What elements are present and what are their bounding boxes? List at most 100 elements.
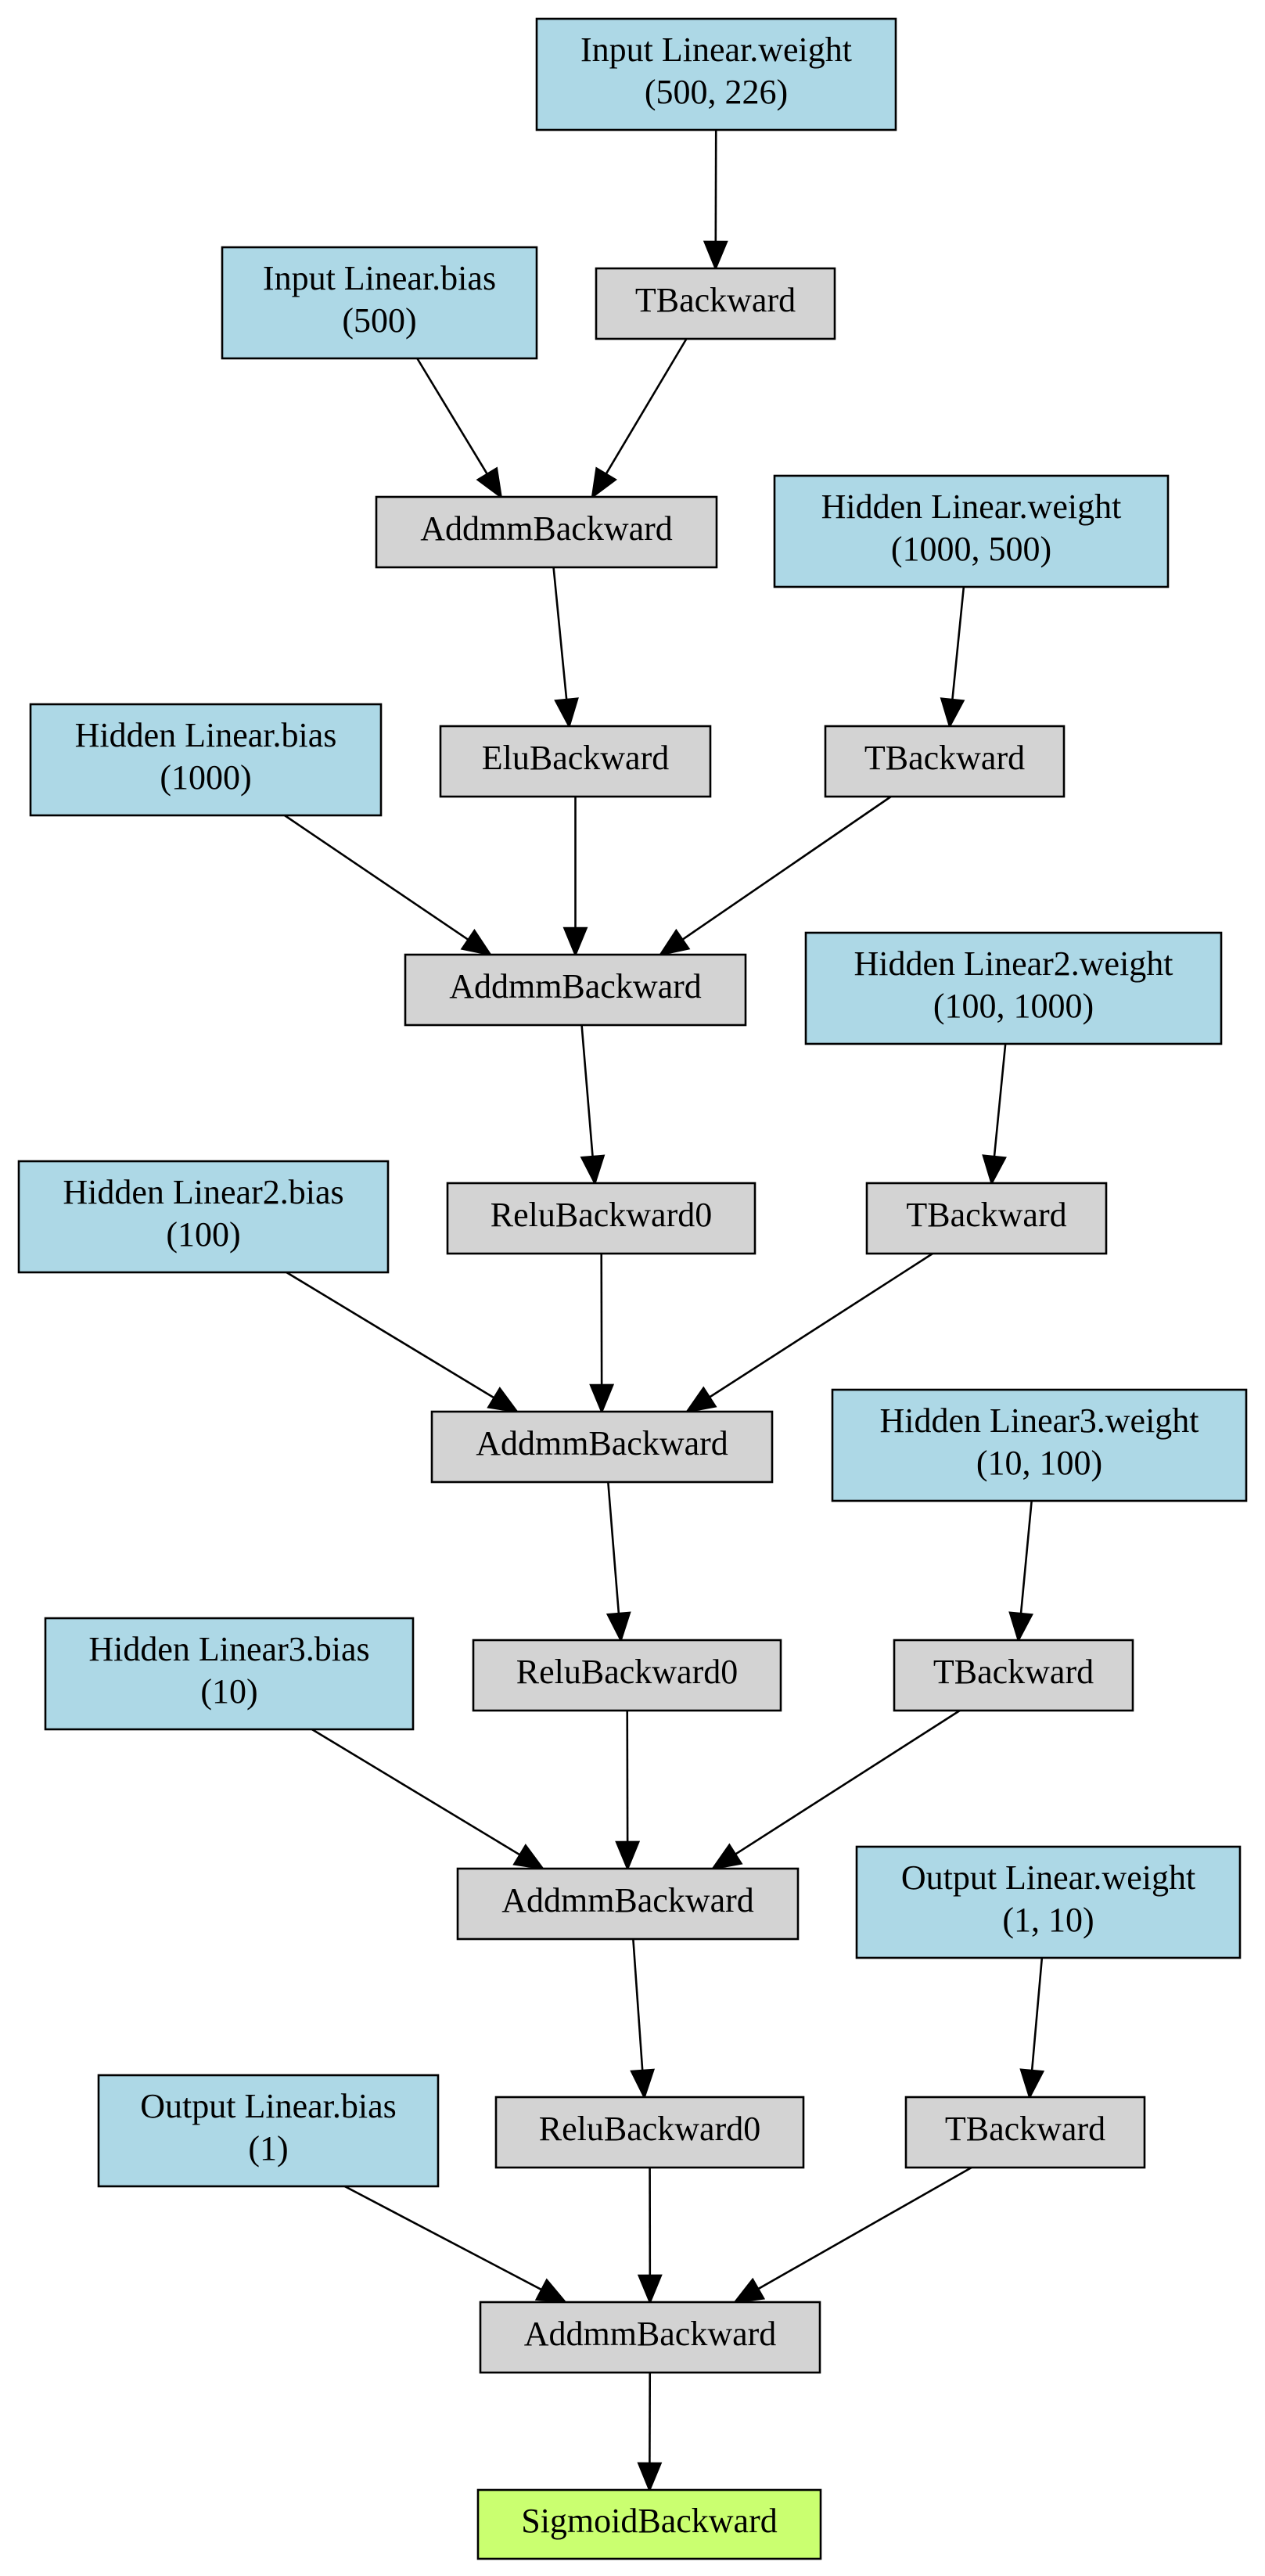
node-addmm5: AddmmBackward bbox=[479, 2301, 821, 2374]
edge-relu2-to-addmm4 bbox=[615, 1710, 641, 1872]
node-box bbox=[595, 267, 836, 340]
edge-elu-to-addmm2 bbox=[562, 797, 588, 958]
arrowhead-icon bbox=[615, 1840, 641, 1872]
node-h3-b: Hidden Linear3.bias (10) bbox=[44, 1617, 415, 1731]
edge-h2-b-to-addmm3 bbox=[286, 1271, 519, 1413]
arrowhead-icon bbox=[637, 2274, 663, 2305]
node-h3-w: Hidden Linear3.weight(10, 100) bbox=[831, 1388, 1248, 1502]
arrowhead-icon bbox=[1008, 1611, 1033, 1643]
edge-h2-w-to-t3 bbox=[982, 1043, 1007, 1186]
node-label: Input Linear.bias bbox=[263, 259, 496, 297]
node-label: TBackward bbox=[864, 739, 1025, 777]
edge-in-b-to-addmm1 bbox=[416, 358, 503, 499]
node-in-b: Input Linear.bias (500) bbox=[221, 246, 538, 360]
arrowhead-icon bbox=[658, 928, 691, 956]
node-label: AddmmBackward bbox=[449, 967, 702, 1006]
node-relu2: ReluBackward0 bbox=[472, 1639, 782, 1712]
arrowhead-icon bbox=[637, 2462, 663, 2493]
edge-line bbox=[632, 1938, 644, 2071]
node-box bbox=[375, 495, 718, 569]
node-box bbox=[44, 1617, 415, 1731]
node-label: ReluBackward0 bbox=[516, 1653, 738, 1691]
arrowhead-icon bbox=[940, 697, 965, 729]
node-out-w: Output Linear.weight(1, 10) bbox=[855, 1845, 1242, 1959]
node-box bbox=[472, 1639, 782, 1712]
edge-line bbox=[757, 2166, 972, 2290]
arrowhead-icon bbox=[512, 1844, 545, 1870]
node-label: Hidden Linear2.bias bbox=[63, 1173, 343, 1211]
edge-line bbox=[607, 1481, 620, 1614]
node-shape-label: (1000) bbox=[160, 758, 251, 797]
node-box bbox=[535, 17, 897, 131]
node-t2: TBackward bbox=[824, 725, 1066, 798]
node-label: Hidden Linear3.bias bbox=[88, 1630, 369, 1668]
node-label: Hidden Linear2.weight bbox=[854, 944, 1173, 983]
node-shape-label: (500, 226) bbox=[645, 73, 788, 111]
node-t5: TBackward bbox=[904, 2096, 1146, 2169]
edge-relu1-to-addmm3 bbox=[589, 1253, 615, 1415]
arrowhead-icon bbox=[534, 2278, 568, 2304]
edge-h3-b-to-addmm4 bbox=[311, 1728, 545, 1870]
node-label: AddmmBackward bbox=[476, 1424, 728, 1462]
node-t1: TBackward bbox=[595, 267, 836, 340]
node-box bbox=[855, 1845, 1242, 1959]
node-addmm3: AddmmBackward bbox=[430, 1410, 774, 1484]
node-h-b: Hidden Linear.bias(1000) bbox=[29, 703, 383, 817]
node-box bbox=[831, 1388, 1248, 1502]
edge-line bbox=[552, 567, 568, 700]
edge-h-b-to-addmm2 bbox=[284, 814, 493, 956]
edge-line bbox=[580, 1024, 594, 1157]
node-box bbox=[17, 1160, 390, 1274]
node-box bbox=[456, 1867, 800, 1941]
node-box bbox=[494, 2096, 805, 2169]
edge-line bbox=[344, 2185, 543, 2291]
edge-h3-w-to-t4 bbox=[1008, 1500, 1033, 1643]
arrowhead-icon bbox=[591, 466, 617, 499]
edge-addmm2-to-relu1 bbox=[580, 1024, 606, 1186]
edge-line bbox=[311, 1728, 521, 1856]
edge-out-b-to-addmm5 bbox=[344, 2185, 568, 2304]
edge-line bbox=[605, 338, 688, 475]
edges-layer bbox=[284, 129, 1045, 2493]
edge-line bbox=[709, 1252, 933, 1398]
arrowhead-icon bbox=[982, 1154, 1007, 1186]
edge-line bbox=[993, 1043, 1007, 1157]
edge-t5-to-addmm5 bbox=[732, 2166, 972, 2304]
arrowhead-icon bbox=[580, 1154, 606, 1186]
node-label: Output Linear.bias bbox=[140, 2087, 397, 2125]
node-label: TBackward bbox=[906, 1196, 1066, 1234]
node-label: AddmmBackward bbox=[524, 2315, 777, 2353]
node-elu: EluBackward bbox=[439, 725, 712, 798]
edge-line bbox=[1019, 1500, 1033, 1614]
node-shape-label: (100, 1000) bbox=[933, 987, 1094, 1025]
node-h2-w: Hidden Linear2.weight (100, 1000) bbox=[804, 931, 1223, 1045]
node-label: TBackward bbox=[945, 2110, 1105, 2148]
node-label: EluBackward bbox=[482, 739, 669, 777]
edge-addmm1-to-elu bbox=[552, 567, 579, 729]
node-relu3: ReluBackward0 bbox=[494, 2096, 805, 2169]
node-shape-label: (1000, 500) bbox=[891, 530, 1051, 568]
node-label: TBackward bbox=[635, 281, 796, 319]
edge-t3-to-addmm3 bbox=[685, 1252, 933, 1413]
node-label: ReluBackward0 bbox=[539, 2110, 760, 2148]
arrowhead-icon bbox=[630, 2068, 656, 2100]
arrowhead-icon bbox=[703, 240, 728, 272]
node-addmm4: AddmmBackward bbox=[456, 1867, 800, 1941]
node-box bbox=[773, 474, 1170, 588]
node-box bbox=[904, 2096, 1146, 2169]
arrowhead-icon bbox=[685, 1386, 717, 1413]
node-h-w: Hidden Linear.weight(1000, 500) bbox=[773, 474, 1170, 588]
edge-t4-to-addmm4 bbox=[710, 1709, 961, 1870]
edge-line bbox=[286, 1271, 495, 1399]
node-label: ReluBackward0 bbox=[491, 1196, 712, 1234]
arrowhead-icon bbox=[1019, 2068, 1045, 2100]
node-shape-label: (1) bbox=[248, 2129, 288, 2168]
node-box bbox=[221, 246, 538, 360]
arrowhead-icon bbox=[487, 1387, 519, 1413]
node-shape-label: (100) bbox=[166, 1215, 240, 1254]
node-box bbox=[439, 725, 712, 798]
node-shape-label: (500) bbox=[342, 301, 416, 340]
node-shape-label: (10, 100) bbox=[976, 1444, 1102, 1482]
node-shape-label: (10) bbox=[200, 1672, 257, 1711]
edge-in-w-to-t1 bbox=[703, 129, 728, 272]
